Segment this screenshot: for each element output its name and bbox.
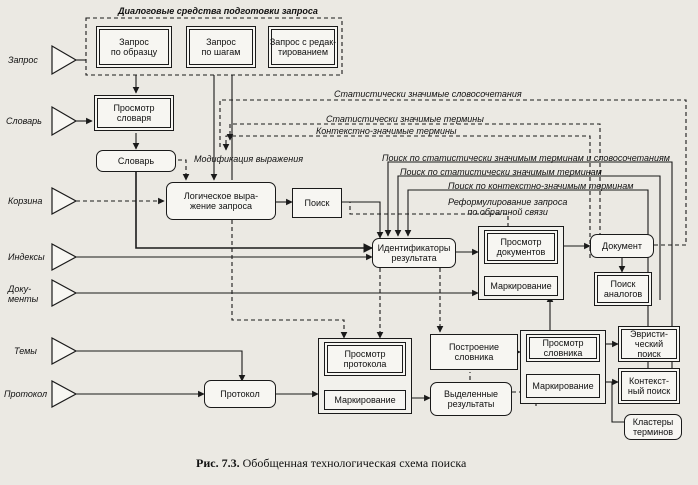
caption-label: Рис. 7.3. [196,456,240,470]
caption-text: Обобщенная технологическая схема поиска [242,456,467,470]
input-label-topics: Темы [14,346,37,356]
group-title: Диалоговые средства подготовки запроса [118,6,318,16]
marking-protocol-box[interactable]: Маркирование [324,390,406,410]
annotation-context-terms: Контекстно-значимые термины [316,126,457,136]
protocol-box[interactable]: Протокол [204,380,276,408]
input-label-basket: Корзина [8,196,43,206]
annotation-search-context-terms: Поиск по контекстно-значимым терминам [448,181,634,191]
query-with-editing-box[interactable]: Запрос с редак- тированием [268,26,338,68]
annotation-search-stat-terms: Поиск по статистически значимым терминам [400,167,602,177]
search-box[interactable]: Поиск [292,188,342,218]
view-protocol-box[interactable]: Просмотр протокола [324,342,406,376]
annotation-stat-terms: Статистически значимые термины [326,114,484,124]
build-glossary-box[interactable]: Построение словника [430,334,518,370]
query-by-steps-box[interactable]: Запрос по шагам [186,26,256,68]
figure-caption: Рис. 7.3. Обобщенная технологическая схе… [196,456,466,471]
annotation-search-stat-terms-phrases: Поиск по статистически значимым терминам… [382,153,670,163]
result-ids-box[interactable]: Идентификаторы результата [372,238,456,268]
view-dictionary-box[interactable]: Просмотр словаря [94,95,174,131]
annotation-stat-phrases: Статистически значимые словосочетания [334,89,522,99]
dictionary-box[interactable]: Словарь [96,150,176,172]
marking-glossary-box[interactable]: Маркирование [526,374,600,398]
marking-documents-box[interactable]: Маркирование [484,276,558,296]
document-box[interactable]: Документ [590,234,654,258]
selected-results-box[interactable]: Выделенные результаты [430,382,512,416]
view-documents-box[interactable]: Просмотр документов [484,230,558,264]
input-triangles [51,44,78,409]
input-label-protocol: Протокол [4,389,48,399]
input-label-dictionary: Словарь [6,116,42,126]
input-label-query: Запрос [8,55,38,65]
heuristic-search-box[interactable]: Эвристи- ческий поиск [618,326,680,362]
query-by-sample-box[interactable]: Запрос по образцу [96,26,172,68]
annotation-reformulate: Реформулирование запроса по обратной свя… [448,197,568,217]
logical-expression-box[interactable]: Логическое выра- жение запроса [166,182,276,220]
context-search-box[interactable]: Контекст- ный поиск [618,368,680,404]
view-glossary-box[interactable]: Просмотр словника [526,334,600,362]
term-clusters-box[interactable]: Кластеры терминов [624,414,682,440]
input-label-documents: Доку- менты [8,284,39,304]
annotation-modify-expression: Модификация выражения [194,154,304,164]
search-analogs-box[interactable]: Поиск аналогов [594,272,652,306]
input-label-indexes: Индексы [8,252,45,262]
